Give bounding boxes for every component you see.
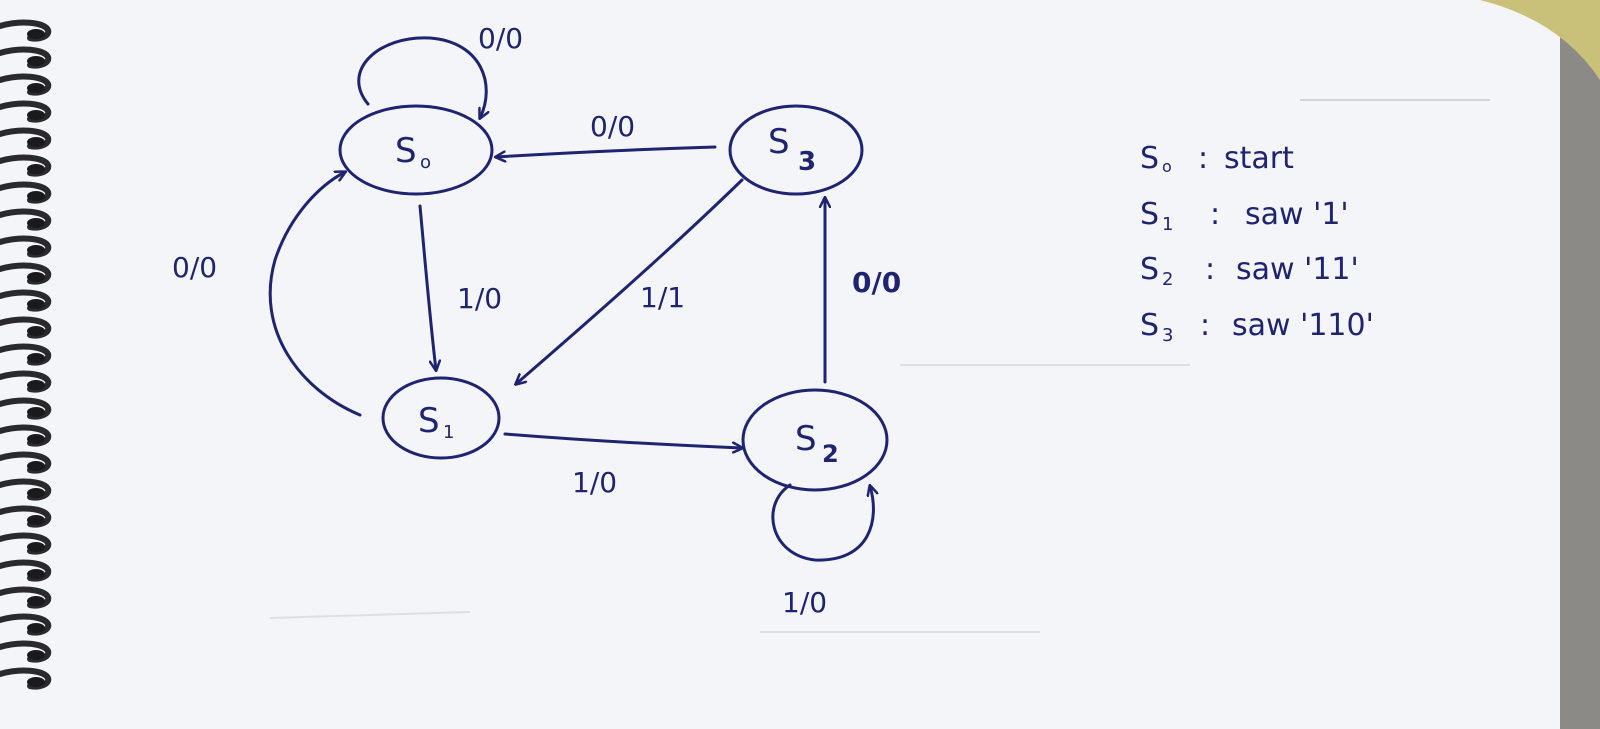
binding-hole (27, 380, 45, 390)
binding-hole (27, 110, 45, 120)
edge-s0-self (357, 36, 486, 118)
legend-s3-sep: : (1200, 308, 1210, 343)
binding-hole (27, 83, 45, 93)
legend-s1-sub: 1 (1162, 214, 1173, 235)
binding-hole (27, 542, 45, 552)
state-s1: S 1 (381, 376, 501, 460)
binding-hole (27, 596, 45, 606)
label-s0-self: 0/0 (478, 22, 523, 55)
legend-row-s0: S o : start (1140, 141, 1294, 176)
state-s0-sub: o (420, 152, 431, 173)
state-s0-label: S (395, 131, 417, 171)
show-through-text (269, 99, 1490, 633)
binding-hole (27, 677, 45, 687)
binding-hole (27, 407, 45, 417)
legend-s3-sub: 3 (1162, 325, 1173, 346)
legend-s0-sub: o (1162, 157, 1172, 176)
binding-hole (27, 326, 45, 336)
legend-row-s2: S 2 : saw '11' (1140, 252, 1359, 290)
legend-s2-state: S (1140, 252, 1159, 287)
binding-hole (27, 650, 45, 660)
legend-row-s3: S 3 : saw '110' (1140, 308, 1374, 346)
legend-s1-desc: saw '1' (1245, 197, 1349, 232)
state-s2-label: S (795, 419, 817, 459)
edge-s0-to-s1 (418, 204, 436, 370)
label-s0-to-s1: 1/0 (457, 282, 502, 315)
label-s1-to-s2: 1/0 (572, 466, 617, 499)
spiral-binding (0, 19, 52, 690)
binding-hole (27, 434, 45, 444)
edge-s1-to-s0 (268, 172, 362, 417)
legend-s2-desc: saw '11' (1236, 252, 1359, 287)
state-s1-label: S (418, 401, 440, 441)
legend-s3-desc: saw '110' (1232, 308, 1374, 343)
binding-hole (27, 29, 45, 39)
legend-s0-state: S (1140, 141, 1159, 176)
paper-sheet (0, 0, 1560, 729)
binding-hole (27, 164, 45, 174)
binding-hole (27, 191, 45, 201)
state-s3-sub: 3 (798, 147, 816, 177)
label-s2-self: 1/0 (782, 586, 827, 619)
binding-hole (27, 515, 45, 525)
label-s1-to-s0: 0/0 (172, 251, 217, 284)
legend-row-s1: S 1 : saw '1' (1140, 197, 1349, 235)
edge-s3-to-s0 (496, 145, 717, 157)
legend-s2-sep: : (1205, 252, 1215, 287)
legend-s1-sep: : (1210, 197, 1220, 232)
state-s1-sub: 1 (443, 422, 454, 443)
edge-s2-self (771, 485, 874, 562)
binding-hole (27, 461, 45, 471)
state-s2-sub: 2 (822, 440, 839, 468)
state-s2: S 2 (741, 388, 889, 492)
binding-hole (27, 569, 45, 579)
state-s3: S 3 (728, 104, 864, 196)
legend-s3-state: S (1140, 308, 1159, 343)
paper-corner (1480, 0, 1600, 80)
binding-hole (27, 272, 45, 282)
state-s0: S o (338, 104, 494, 196)
legend-s0-sep: : (1198, 141, 1208, 176)
legend-s0-desc: start (1224, 141, 1294, 176)
legend-s1-state: S (1140, 197, 1159, 232)
state-s3-label: S (768, 122, 790, 162)
binding-hole (27, 623, 45, 633)
label-s3-to-s1: 1/1 (640, 281, 685, 314)
edge-s1-to-s2 (503, 432, 742, 448)
binding-hole (27, 245, 45, 255)
legend: S o : start S 1 : saw '1' S 2 : saw '11'… (1140, 141, 1374, 346)
binding-hole (27, 353, 45, 363)
binding-hole (27, 299, 45, 309)
label-s2-to-s3: 0/0 (852, 266, 901, 299)
binding-hole (27, 137, 45, 147)
label-s3-to-s0: 0/0 (590, 110, 635, 143)
binding-hole (27, 488, 45, 498)
legend-s2-sub: 2 (1162, 269, 1173, 290)
binding-hole (27, 56, 45, 66)
edge-s3-to-s1 (516, 178, 744, 384)
binding-hole (27, 218, 45, 228)
